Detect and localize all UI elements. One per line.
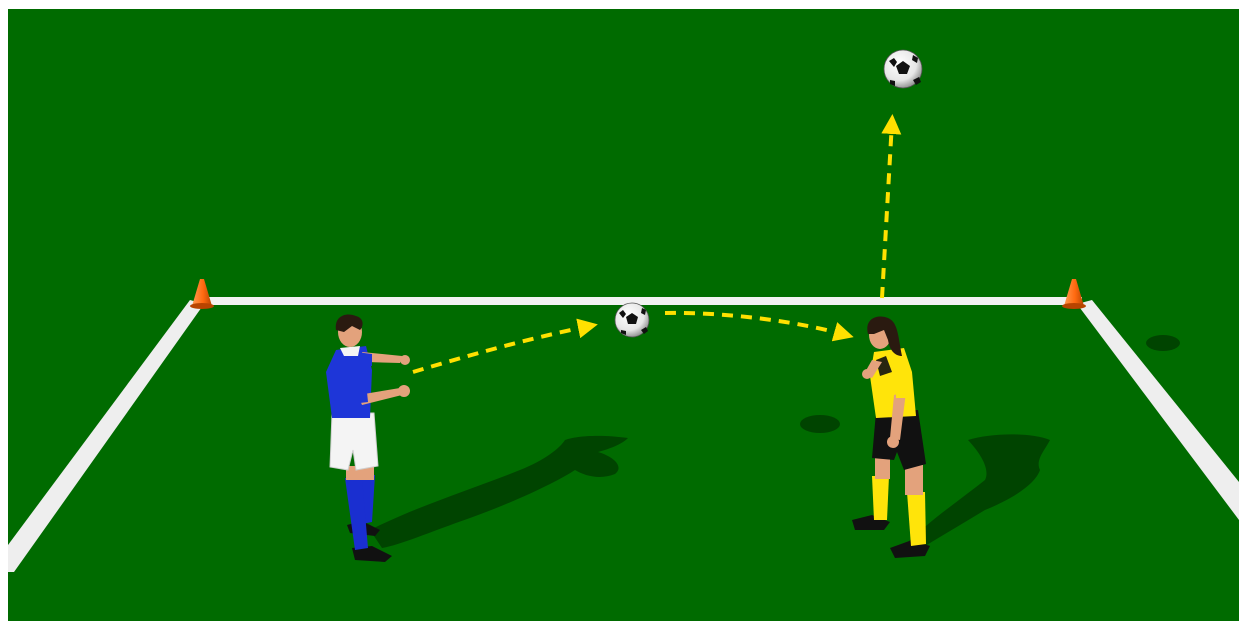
back-line [195, 297, 1082, 305]
yellow-player-sock-back [872, 476, 889, 520]
ball-shadow-high [1146, 335, 1180, 351]
ball-shadow-mid [800, 415, 840, 433]
ball-high [884, 50, 922, 88]
ball-mid [615, 303, 649, 337]
